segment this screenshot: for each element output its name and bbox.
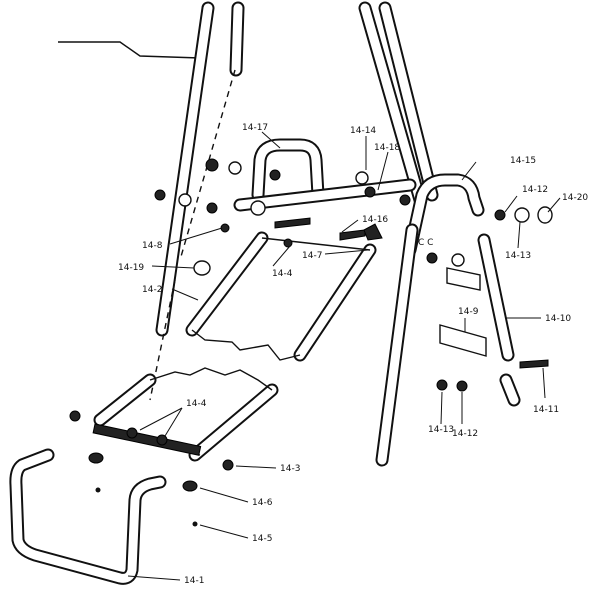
tube-piece — [499, 373, 521, 407]
label-14-9: 14-9 — [458, 307, 479, 317]
label-14-17: 14-17 — [242, 123, 268, 133]
slide-upper-section-14-2 — [185, 231, 377, 362]
label-14-6: 14-6 — [252, 498, 273, 508]
label-14-4-top: 14-4 — [272, 269, 293, 279]
label-14-18: 14-18 — [374, 143, 400, 153]
slide-lower-section — [92, 367, 279, 462]
label-14-13-bottom: 14-13 — [428, 425, 454, 435]
label-14-12-top: 14-12 — [522, 185, 548, 195]
handle-hoop-14-15 — [403, 173, 485, 257]
label-14-20: 14-20 — [562, 193, 588, 203]
label-14-14: 14-14 — [350, 126, 376, 136]
top-scratch-line — [58, 41, 201, 59]
leader-lines — [127, 131, 561, 581]
label-14-11: 14-11 — [533, 405, 559, 415]
label-14-2: 14-2 — [142, 285, 162, 295]
label-14-19: 14-19 — [118, 263, 144, 273]
label-14-4-bottom: 14-4 — [186, 399, 207, 409]
frame-leg-right-outer — [378, 1, 439, 202]
part-labels: 14-17 14-14 14-18 14-15 14-12 14-20 14-1… — [118, 123, 588, 586]
label-14-15: 14-15 — [510, 156, 536, 166]
frame-leg-left — [155, 1, 215, 337]
label-14-13-top: 14-13 — [505, 251, 531, 261]
handle-hoop-14-17 — [251, 138, 325, 202]
label-14-1: 14-1 — [184, 576, 204, 586]
rod-14-10 — [477, 233, 515, 362]
label-14-7: 14-7 — [302, 251, 322, 261]
label-14-5: 14-5 — [252, 534, 272, 544]
label-14-8: 14-8 — [142, 241, 163, 251]
top-cross-bar — [233, 178, 417, 212]
label-14-16: 14-16 — [362, 215, 388, 225]
label-c-c: C C — [418, 238, 433, 248]
label-14-3: 14-3 — [280, 464, 300, 474]
bracket-14-9-lower — [439, 324, 487, 357]
bracket-upper — [446, 267, 481, 291]
label-14-12-bottom: 14-12 — [452, 429, 478, 439]
frame-leg-left-inner — [229, 1, 245, 77]
frame-leg-right — [358, 1, 427, 207]
bottom-u-frame-14-1 — [9, 448, 167, 585]
fasteners — [69, 158, 553, 527]
label-14-10: 14-10 — [545, 314, 571, 324]
right-long-leg — [375, 223, 419, 467]
